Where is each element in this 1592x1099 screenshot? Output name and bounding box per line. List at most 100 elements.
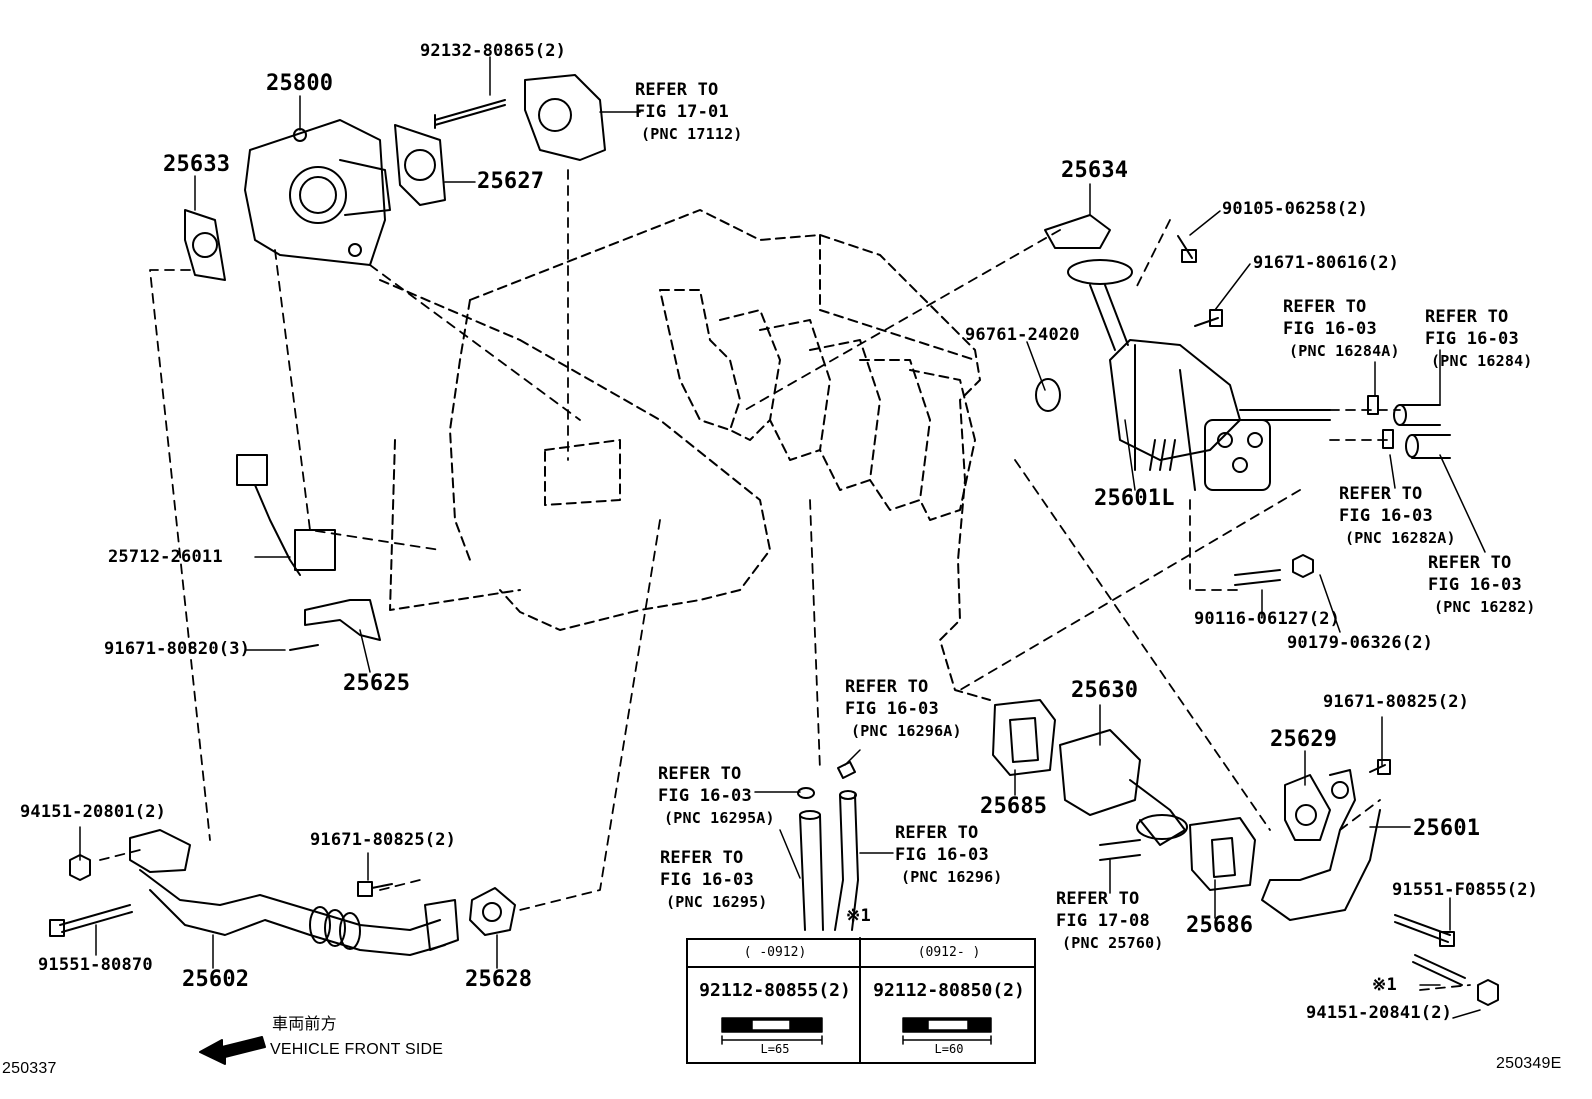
table-header: ( -0912) [688,940,862,968]
table-part[interactable]: 92112-80855(2) [699,980,851,1001]
ref-line3: (PNC 16284A) [1289,342,1400,360]
ref-line3: (PNC 17112) [641,125,743,143]
part-25601[interactable]: 25601 [1413,816,1481,841]
part-91671-80825-left[interactable]: 91671-80825(2) [310,830,457,850]
nut-94151-20801 [69,854,91,881]
part-91551-80870[interactable]: 91551-80870 [38,955,153,975]
ref-line1: REFER TO [660,848,744,868]
ref-fig-16-03-16295[interactable]: REFER TO FIG 16-03 (PNC 16295) [660,847,768,913]
ref-fig-16-03-16284[interactable]: REFER TO FIG 16-03 (PNC 16284) [1425,306,1533,372]
ref-line1: REFER TO [1425,307,1509,327]
part-25800[interactable]: 25800 [266,71,334,96]
ref-fig-16-03-16282A[interactable]: REFER TO FIG 16-03 (PNC 16282A) [1339,483,1456,549]
ref-line3: (PNC 16284) [1431,352,1533,370]
ref-line2: FIG 16-03 [1425,329,1519,349]
ref-line1: REFER TO [1283,297,1367,317]
engine-block-outline [379,209,991,701]
bolt-90105 [1177,235,1197,263]
table-length: L=65 [760,1042,790,1056]
part-25625[interactable]: 25625 [343,671,411,696]
part-91671-80616[interactable]: 91671-80616(2) [1253,253,1400,273]
part-25633[interactable]: 25633 [163,152,231,177]
mark-1-right: ※1 [1372,975,1397,995]
part-25686[interactable]: 25686 [1186,913,1254,938]
ref-fig-16-03-16296A[interactable]: REFER TO FIG 16-03 (PNC 16296A) [845,676,962,742]
ref-line3: (PNC 16282) [1434,598,1536,616]
egr-cooler-25601L [1109,339,1331,491]
ref-line1: REFER TO [845,677,929,697]
part-25601L[interactable]: 25601L [1094,486,1175,511]
gasket-25629 [1284,774,1331,841]
ref-line3: (PNC 16296A) [851,722,962,740]
bracket-25625 [289,599,381,651]
ref-line1: REFER TO [1428,553,1512,573]
ref-line2: FIG 17-08 [1056,911,1150,931]
ref-fig-17-08[interactable]: REFER TO FIG 17-08 (PNC 25760) [1056,888,1164,954]
front-arrow-icon [199,1036,266,1065]
ref-line1: REFER TO [1339,484,1423,504]
figure-id-left: 250337 [2,1060,57,1077]
table-part[interactable]: 92112-80850(2) [873,980,1025,1001]
ref-fig-16-03-16295A[interactable]: REFER TO FIG 16-03 (PNC 16295A) [658,763,775,829]
part-25629[interactable]: 25629 [1270,727,1338,752]
gasket-25628 [469,887,516,936]
part-90105-06258[interactable]: 90105-06258(2) [1222,199,1369,219]
table-col-after-0912: (0912- ) 92112-80850(2) L=60 [862,940,1036,1062]
ref-line1: REFER TO [658,764,742,784]
gasket-25633 [184,209,226,281]
egr-pipe-25601 [1261,769,1381,921]
bolt-length-table: ( -0912) 92112-80855(2) L=65 (0912- ) 92… [686,938,1036,1064]
figure-id-right: 250349E [1496,1055,1562,1072]
hose-16284 [1393,404,1441,426]
part-91671-80825-right[interactable]: 91671-80825(2) [1323,692,1470,712]
throttle-body-25800 [244,119,391,266]
clamp-16295A [797,787,815,799]
part-25630[interactable]: 25630 [1071,678,1139,703]
intake-flange [524,74,606,161]
hose-16282 [1405,434,1451,459]
ref-line2: FIG 16-03 [658,786,752,806]
hose-25760 [1099,839,1141,861]
ref-line3: (PNC 16296) [901,868,1003,886]
part-92132-80865[interactable]: 92132-80865(2) [420,41,567,61]
leaders-solid [79,56,1486,1019]
ref-fig-17-01[interactable]: REFER TO FIG 17-01 (PNC 17112) [635,79,743,145]
clamp-16282A [1382,429,1394,449]
clamp-16296A [837,761,856,779]
bolt-92112-r [1412,954,1466,986]
stud-92132 [434,99,506,129]
ref-line2: FIG 16-03 [1339,506,1433,526]
part-91551-F0855[interactable]: 91551-F0855(2) [1392,880,1539,900]
part-25627[interactable]: 25627 [477,169,545,194]
ref-fig-16-03-16296[interactable]: REFER TO FIG 16-03 (PNC 16296) [895,822,1003,888]
part-25712-26011[interactable]: 25712-26011 [108,547,223,567]
part-94151-20841[interactable]: 94151-20841(2) [1306,1003,1453,1023]
part-25628[interactable]: 25628 [465,967,533,992]
gasket-25685 [992,699,1056,776]
mark-1-table: ※1 [846,906,871,926]
ref-line3: (PNC 16282A) [1345,529,1456,547]
ref-line3: (PNC 16295A) [664,809,775,827]
ref-fig-16-03-16284A[interactable]: REFER TO FIG 16-03 (PNC 16284A) [1283,296,1400,362]
part-90116-06127[interactable]: 90116-06127(2) [1194,609,1341,629]
egr-pipe-25634 [1044,214,1133,351]
part-25602[interactable]: 25602 [182,967,250,992]
ref-line1: REFER TO [1056,889,1140,909]
part-25685[interactable]: 25685 [980,794,1048,819]
ref-fig-16-03-16282[interactable]: REFER TO FIG 16-03 (PNC 16282) [1428,552,1536,618]
table-header: (0912- ) [862,940,1036,968]
table-bolt-right [902,1017,992,1045]
direction-label-jp: 車両前方 [272,1016,337,1033]
part-25634[interactable]: 25634 [1061,158,1129,183]
ref-line2: FIG 16-03 [845,699,939,719]
part-91671-80820[interactable]: 91671-80820(3) [104,639,251,659]
table-col-before-0912: ( -0912) 92112-80855(2) L=65 [688,940,862,1062]
part-96761-24020[interactable]: 96761-24020 [965,325,1080,345]
part-94151-20801[interactable]: 94151-20801(2) [20,802,167,822]
part-90179-06326[interactable]: 90179-06326(2) [1287,633,1434,653]
bolt-91551-80870 [49,904,133,937]
nut-90179 [1292,554,1314,578]
ref-line1: REFER TO [635,80,719,100]
ref-line1: REFER TO [895,823,979,843]
